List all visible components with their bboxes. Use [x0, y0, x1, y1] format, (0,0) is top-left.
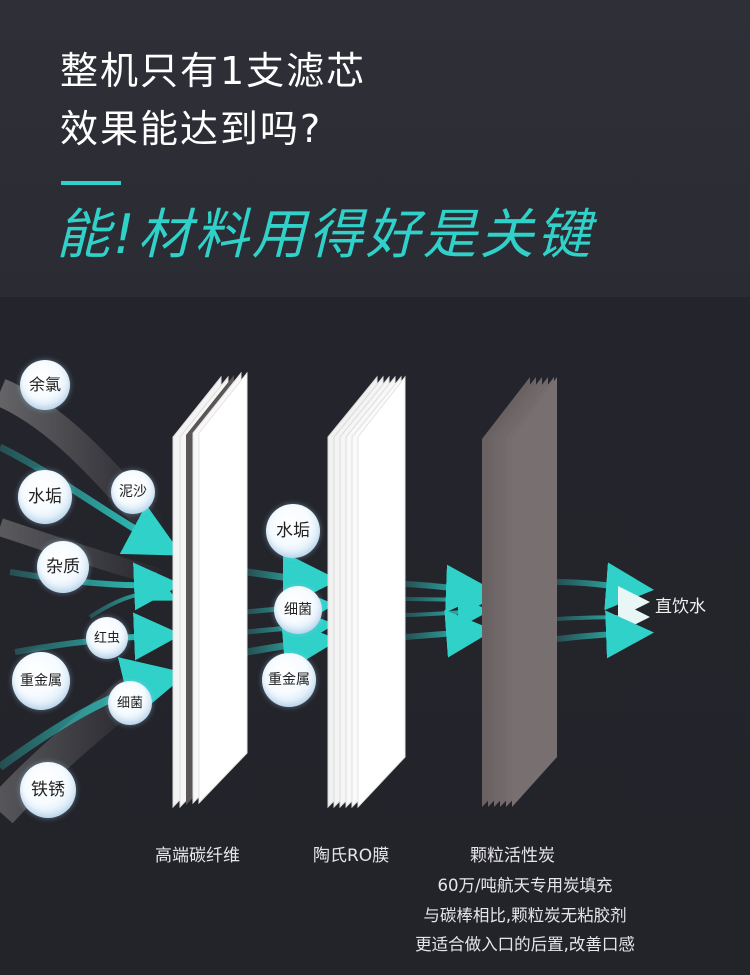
- layer-label-activated-carbon: 颗粒活性炭: [470, 846, 555, 866]
- contaminant-bubble: 重金属: [12, 652, 70, 710]
- flow-graphics: [0, 371, 654, 824]
- filtration-diagram: 余氯 水垢 泥沙 杂质 红虫 重金属 细菌 铁锈 水垢 细菌 重金属 直饮水 高…: [0, 297, 750, 975]
- question-line-2: 效果能达到吗?: [60, 107, 323, 151]
- question-line-1: 整机只有1支滤芯: [60, 49, 367, 93]
- filter-layer-ro-membrane: [327, 375, 406, 809]
- contaminant-bubble: 水垢: [266, 504, 320, 558]
- contaminant-bubble: 水垢: [18, 470, 72, 524]
- footnote-line: 更适合做入口的后置,改善口感: [415, 935, 635, 954]
- accent-rule: [61, 181, 121, 185]
- contaminant-bubble: 余氯: [20, 360, 70, 410]
- mid-flow-lines-2: [404, 564, 494, 658]
- contaminant-bubble: 杂质: [37, 541, 89, 593]
- contaminant-bubble: 细菌: [108, 681, 152, 725]
- header-panel: 整机只有1支滤芯 效果能达到吗? 能!材料用得好是关键: [0, 0, 750, 297]
- answer-headline: 能!材料用得好是关键: [56, 203, 594, 266]
- layer-label-carbon-fibre: 高端碳纤维: [155, 846, 240, 866]
- contaminant-bubble: 铁锈: [20, 762, 76, 818]
- filter-layer-carbon-fibre: [172, 371, 248, 809]
- contaminant-bubble: 重金属: [262, 653, 316, 707]
- contaminant-bubble: 红虫: [86, 617, 128, 659]
- outflow-lines: [556, 562, 654, 659]
- contaminant-bubble: 泥沙: [111, 470, 155, 514]
- layer-label-ro-membrane: 陶氏RO膜: [313, 846, 390, 866]
- contaminant-bubble: 细菌: [274, 586, 322, 634]
- footnote-line: 60万/吨航天专用炭填充: [437, 876, 613, 895]
- filter-layer-activated-carbon: [482, 377, 557, 807]
- footnote-line: 与碳棒相比,颗粒炭无粘胶剂: [423, 906, 627, 925]
- output-label: 直饮水: [655, 597, 706, 617]
